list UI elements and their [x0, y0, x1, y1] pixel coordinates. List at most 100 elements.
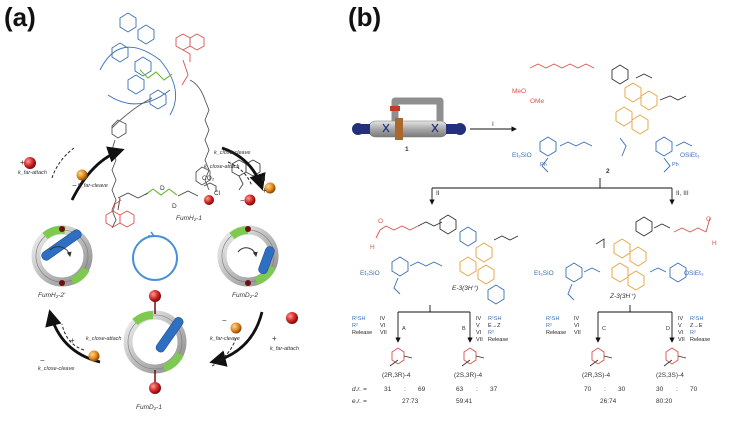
- compound-z3-label: Z-3(3H⁺): [610, 293, 636, 300]
- dr-sep-a: :: [404, 386, 406, 393]
- dr-sep-b: :: [476, 386, 478, 393]
- branch-a-roman-3: VII: [380, 330, 387, 336]
- substituent-ome: OMe: [530, 98, 545, 105]
- branch-c-step-3: Release: [546, 330, 567, 336]
- branch-b-roman-3: VI: [476, 330, 482, 336]
- substituent-h-z3: H: [712, 240, 717, 247]
- branch-a-step-1: R¹SH: [352, 316, 366, 322]
- product-2r3s: (2R,3S)-4: [582, 372, 611, 379]
- er-label: e.r. =: [352, 398, 367, 405]
- reagent-co2: CO₂: [202, 175, 215, 182]
- branch-b-step-1: R¹SH: [488, 316, 502, 322]
- ring-bottom-fumd2-1: [123, 290, 187, 394]
- product-2r3r: (2R,3R)-4: [382, 372, 411, 379]
- branch-d-step-2: Z→E: [690, 323, 703, 329]
- label-d-1: D: [160, 185, 165, 192]
- substituent-ph-2b: Ph: [672, 162, 679, 168]
- rate-far-attach-bottom: k_far-attach: [270, 346, 299, 352]
- substituent-et3sio-z3: Et₃SiO: [534, 270, 554, 277]
- dr-sep-c: :: [604, 386, 606, 393]
- compound-2-label: 2: [606, 168, 610, 175]
- branch-d-roman-2: V: [678, 323, 682, 329]
- compound-e3-structure: [375, 214, 519, 305]
- step-ii-label: II: [436, 190, 440, 197]
- step-i-label: I: [492, 121, 494, 128]
- branch-a-conditions: R¹SH IV R² VI Release VII: [352, 316, 387, 337]
- label-fumh2-1: FumH₂-1: [176, 215, 202, 222]
- product-2s3r: (2S,3R)-4: [454, 372, 483, 379]
- branch-c-roman-2: VI: [574, 323, 580, 329]
- er-b: 59:41: [456, 398, 473, 405]
- rate-far-cleave-top: k_far-cleave: [78, 183, 108, 189]
- branch-c-step-1: R¹SH: [546, 316, 560, 322]
- dr-label: d.r. =: [352, 386, 367, 393]
- label-d-2: D: [172, 203, 177, 210]
- dr-a1: 31: [384, 386, 392, 393]
- molecule-fumh2-1: [99, 12, 261, 229]
- product-2s3s: (2S,3S)-4: [656, 372, 684, 379]
- branch-d-step-1: R¹SH: [690, 316, 704, 322]
- substituent-meo: MeO: [512, 88, 527, 95]
- branch-a-step-3: Release: [352, 330, 373, 336]
- panel-label-a: (a): [4, 2, 36, 32]
- er-d: 80:20: [656, 398, 673, 405]
- substituent-h-e3: H: [370, 244, 375, 251]
- branch-a-roman-1: IV: [380, 316, 386, 322]
- substituent-ph-2a: Ph: [540, 162, 547, 168]
- substituent-o-z3: O: [706, 216, 712, 223]
- rate-far-cleave-bottom: k_far-cleave: [210, 336, 240, 342]
- dr-b2: 37: [490, 386, 498, 393]
- sign-minus-top-right: −: [240, 196, 245, 205]
- ring-left-fumh2-2prime: [31, 225, 93, 287]
- label-fumd2-2: FumD₂-2: [232, 292, 258, 299]
- compound-1-label: 1: [405, 146, 409, 153]
- rate-close-attach-top: k_close-attach: [204, 164, 240, 170]
- sign-plus-top-right: +: [262, 186, 267, 195]
- substituent-osiet3-z3: OSiEt₃: [684, 270, 704, 277]
- er-a: 27:73: [402, 398, 419, 405]
- branch-b-letter: B: [462, 326, 466, 332]
- panel-label-b: (b): [348, 2, 382, 32]
- reagent-ii: II: [262, 176, 266, 183]
- substituent-o-e3: O: [378, 218, 384, 225]
- branch-arrows-top: [429, 178, 675, 205]
- compound-2-structure: [529, 63, 693, 173]
- branch-a-roman-2: VI: [380, 323, 386, 329]
- central-cycle-arrow: [132, 231, 178, 281]
- compound-1-cartoon: [352, 97, 466, 140]
- compound-e3-label: E-3(3H⁺): [452, 285, 479, 292]
- rate-close-cleave-bottom: k_close-cleave: [38, 366, 75, 372]
- rate-close-attach-bottom: k_close-attach: [86, 336, 122, 342]
- branch-d-roman-4: VII: [678, 337, 685, 343]
- branch-a-step-2: R²: [352, 323, 358, 329]
- dr-sep-d: :: [676, 386, 678, 393]
- branch-d-roman-3: VI: [678, 330, 684, 336]
- dr-d1: 30: [656, 386, 664, 393]
- reagent-balls: [24, 157, 298, 362]
- rate-far-attach-top: k_far-attach: [18, 170, 47, 176]
- sign-plus-bottom-left: +: [70, 336, 75, 345]
- branch-d-step-4: Release: [690, 337, 711, 343]
- branch-b-roman-2: V: [476, 323, 480, 329]
- substituent-et3sio-e3: Et₃SiO: [360, 270, 380, 277]
- branch-b-step-3: R²: [488, 330, 494, 336]
- dr-c2: 30: [618, 386, 626, 393]
- branch-d-roman-1: IV: [678, 316, 684, 322]
- branch-b-roman-4: VII: [476, 337, 483, 343]
- compound-z3-structure: [565, 216, 711, 301]
- sign-minus-top-left: −: [72, 181, 77, 190]
- branch-b-roman-1: IV: [476, 316, 482, 322]
- sign-minus-bottom-left: −: [40, 356, 45, 365]
- product-structures: [389, 347, 687, 367]
- step-ii-iii-label: II, III: [676, 190, 689, 197]
- sign-minus-bottom-right: −: [222, 316, 227, 325]
- branch-d-letter: D: [666, 326, 670, 332]
- branch-c-step-2: R²: [546, 323, 552, 329]
- substituent-osiet3-2: OSiEt₃: [680, 152, 700, 159]
- substituent-et3sio-2: Et₃SiO: [512, 152, 532, 159]
- rate-close-cleave-top: k_close-cleave: [214, 150, 251, 156]
